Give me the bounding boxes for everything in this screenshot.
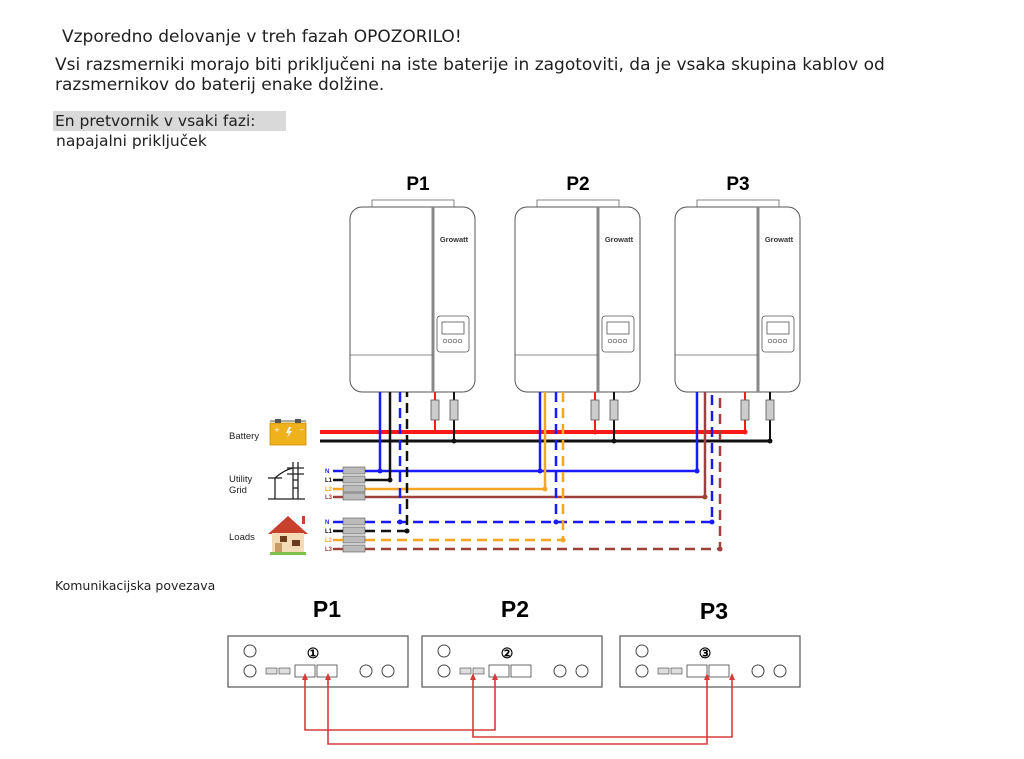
parallel-port-2 <box>510 664 532 678</box>
phase-label-l2: L2 <box>325 538 333 544</box>
parallel-port-2 <box>316 664 338 678</box>
loads-terminal-block <box>342 517 366 553</box>
inverter-label-p2: P2 <box>566 174 589 195</box>
phase-label-n: N <box>325 469 329 475</box>
utility-pole-icon <box>268 462 305 500</box>
phase-label-l1: L1 <box>325 529 333 535</box>
port-number: ① <box>307 645 320 661</box>
utility-label-line2: Grid <box>229 485 247 496</box>
comm-panel-p1: ① <box>227 635 409 688</box>
utility-label-line1: Utility <box>229 474 252 485</box>
phase-label-l2: L2 <box>325 487 333 493</box>
comm-label-p2: P2 <box>501 596 529 622</box>
subtitle: napajalni priključek <box>56 132 207 150</box>
warning-text-line2: razsmernikov do baterij enake dolžine. <box>55 75 385 95</box>
port-number: ③ <box>699 645 712 661</box>
lcd-screen <box>766 321 790 335</box>
svg-text:−: − <box>299 426 305 434</box>
subtitle-highlight: En pretvornik v vsaki fazi: <box>53 111 286 131</box>
inverter-p2: Growatt <box>514 199 641 393</box>
phase-label-l1: L1 <box>325 478 333 484</box>
loads-label: Loads <box>229 532 255 543</box>
inverter-p1: Growatt <box>349 199 476 393</box>
house-icon <box>268 516 308 555</box>
communication-heading: Komunikacijska povezava <box>55 578 216 593</box>
comm-panel-p2: ② <box>421 635 603 688</box>
comm-label-p1: P1 <box>313 596 341 622</box>
inverter-label-p3: P3 <box>726 174 749 195</box>
svg-text:+: + <box>274 426 280 434</box>
parallel-port-2 <box>708 664 730 678</box>
inverter-label-p1: P1 <box>406 174 430 195</box>
battery-label: Battery <box>229 431 259 442</box>
phase-label-l3: L3 <box>325 495 333 501</box>
grid-lines <box>365 392 707 499</box>
warning-text-line1: Vsi razsmerniki morajo biti priključeni … <box>55 55 885 75</box>
battery-icon: +− <box>269 419 307 446</box>
brand-logo: Growatt <box>765 235 794 244</box>
comm-panel-p3: ③ <box>619 635 801 688</box>
cable-arrows <box>302 673 735 680</box>
port-number: ② <box>501 645 514 661</box>
brand-logo: Growatt <box>440 235 469 244</box>
brand-logo: Growatt <box>605 235 634 244</box>
parallel-port-1 <box>686 664 708 678</box>
parallel-port-1 <box>488 664 510 678</box>
lcd-screen <box>606 321 630 335</box>
phase-label-n: N <box>325 520 329 526</box>
inverter-p3: Growatt <box>674 199 801 393</box>
comm-label-p3: P3 <box>700 598 728 624</box>
lcd-screen <box>441 321 465 335</box>
page-title: Vzporedno delovanje v treh fazah OPOZORI… <box>62 27 462 47</box>
comm-cables <box>304 677 733 745</box>
phase-label-l3: L3 <box>325 547 333 553</box>
grid-terminal-block <box>342 466 366 501</box>
